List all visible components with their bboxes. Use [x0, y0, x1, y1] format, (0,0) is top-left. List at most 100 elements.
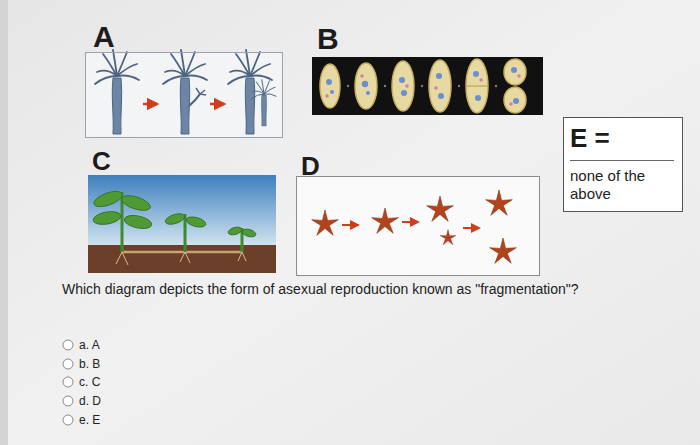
hydra-budding-picture	[85, 50, 283, 138]
answer-text: none of the above	[570, 167, 674, 203]
hydra-budding-picture	[196, 88, 206, 95]
plant-runner-picture	[120, 193, 152, 214]
binary-fission-picture	[362, 81, 368, 87]
starfish-fragmentation-picture	[440, 230, 456, 245]
binary-fission-picture	[436, 73, 442, 79]
panel-letter: B	[317, 24, 339, 54]
starfish-fragmentation-picture	[402, 221, 418, 223]
binary-fission-picture	[392, 61, 414, 111]
binary-fission-picture	[466, 59, 488, 113]
binary-fission-picture	[429, 60, 451, 112]
bacteria-panel: B	[312, 57, 543, 115]
hydra-budding-picture	[210, 103, 224, 106]
question-text: Which diagram depicts the form of asexua…	[62, 281, 579, 298]
radio-button	[63, 377, 73, 387]
hydra-budding-picture	[95, 50, 139, 134]
starfish-fragmentation-picture	[440, 230, 456, 245]
binary-fission-picture	[458, 85, 460, 87]
starfish-fragmentation-picture	[427, 196, 454, 221]
hydra-budding-picture	[252, 80, 276, 126]
binary-fission-picture	[312, 57, 543, 115]
option-text: d. D	[79, 394, 101, 408]
plant-runner-picture	[122, 251, 242, 254]
option-text: c. C	[79, 375, 100, 389]
option-text: b. B	[79, 357, 100, 371]
answer-box: E = none of the above	[563, 117, 683, 212]
binary-fission-picture	[312, 57, 543, 115]
binary-fission-picture	[466, 85, 488, 87]
plant-runner-picture	[241, 228, 256, 238]
panel-letter: A	[93, 22, 115, 52]
binary-fission-picture	[479, 78, 483, 82]
plant-runner-picture	[116, 252, 246, 265]
binary-fission-picture	[509, 102, 513, 106]
hydra-budding-picture	[189, 94, 200, 106]
plant-runner-picture	[92, 188, 124, 210]
starfish-fragmentation-picture	[490, 238, 517, 263]
binary-fission-picture	[399, 77, 405, 83]
radio-button	[63, 359, 73, 369]
binary-fission-picture	[384, 85, 386, 87]
hydra-budding-picture	[163, 50, 207, 134]
starfish-panel: D	[296, 176, 540, 276]
plant-runner-picture	[164, 212, 186, 227]
binary-fission-picture	[504, 59, 526, 85]
binary-fission-picture	[320, 64, 340, 108]
hydra-budding-picture	[252, 80, 276, 126]
hydra-panel: A	[85, 52, 283, 138]
option-text: e. E	[79, 413, 100, 427]
binary-fission-picture	[347, 85, 349, 87]
page-edge	[0, 0, 8, 445]
plant-panel: C	[88, 175, 276, 273]
binary-fission-picture	[325, 94, 329, 98]
binary-fission-picture	[513, 98, 519, 104]
plant-runner-picture	[92, 210, 122, 227]
panel-letter: D	[301, 153, 320, 179]
panel-letter: C	[92, 148, 111, 174]
binary-fission-picture	[330, 90, 334, 94]
plant-runner-picture	[185, 215, 207, 229]
binary-fission-picture	[473, 71, 479, 77]
binary-fission-picture	[517, 74, 521, 78]
binary-fission-picture	[511, 67, 517, 73]
option-text: a. A	[79, 338, 100, 352]
radio-button	[63, 340, 73, 350]
plant-runner-picture	[88, 245, 276, 273]
plant-runner-picture	[123, 213, 153, 231]
plant-runner-picture	[88, 175, 276, 247]
radio-button	[63, 415, 73, 425]
starfish-fragmentation-picture	[372, 208, 399, 233]
binary-fission-picture	[495, 85, 497, 87]
plant-runner-picture	[88, 175, 276, 273]
plant-runner-picture	[227, 226, 242, 236]
binary-fission-picture	[438, 93, 444, 99]
plant-runner-picture	[116, 252, 246, 265]
starfish-fragmentation-picture	[342, 222, 479, 228]
starfish-fragmentation-picture	[296, 176, 540, 276]
starfish-fragmentation-picture	[463, 227, 479, 229]
binary-fission-picture	[366, 91, 370, 95]
plant-runner-picture	[92, 188, 257, 238]
binary-fission-picture	[347, 85, 497, 87]
starfish-fragmentation-picture	[342, 224, 358, 226]
binary-fission-picture	[504, 87, 526, 113]
binary-fission-picture	[355, 63, 377, 109]
answer-letter: E =	[570, 122, 674, 161]
starfish-fragmentation-picture	[312, 210, 339, 235]
radio-button	[63, 396, 73, 406]
starfish-fragmentation-picture	[486, 190, 513, 215]
binary-fission-picture	[405, 84, 409, 88]
hydra-budding-picture	[143, 103, 157, 106]
binary-fission-picture	[401, 90, 407, 96]
binary-fission-picture	[326, 67, 519, 104]
binary-fission-picture	[360, 74, 364, 78]
binary-fission-picture	[320, 59, 526, 113]
radio-button	[63, 340, 73, 425]
binary-fission-picture	[475, 95, 481, 101]
binary-fission-picture	[326, 79, 332, 85]
binary-fission-picture	[421, 85, 423, 87]
binary-fission-picture	[325, 74, 521, 106]
